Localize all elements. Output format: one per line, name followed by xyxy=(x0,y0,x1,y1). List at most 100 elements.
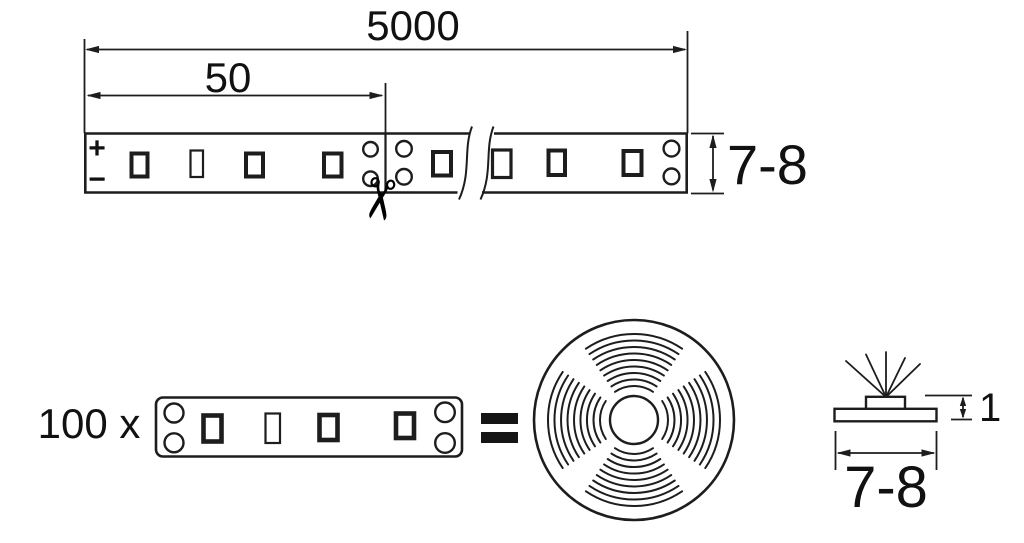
led-profile xyxy=(864,395,907,410)
strip-cross-section xyxy=(833,351,972,470)
extension-lines xyxy=(925,394,972,421)
reel-arc xyxy=(677,389,689,451)
reel-arc xyxy=(599,468,669,481)
strip-base-profile xyxy=(833,407,938,423)
reel-arc xyxy=(698,374,715,466)
led-chip xyxy=(621,149,644,177)
profile-height-dimension-label: 1 xyxy=(979,386,1002,430)
solder-pad xyxy=(395,139,414,158)
led-chip xyxy=(201,413,224,444)
reel-arc xyxy=(688,381,702,459)
led-chip-partial xyxy=(490,148,513,180)
segment-led-chips xyxy=(201,411,417,444)
strip-width-dimension-label: 7-8 xyxy=(727,133,808,196)
reel-arc xyxy=(585,392,596,448)
reel-arc xyxy=(599,359,669,372)
arrowhead-down xyxy=(959,409,967,419)
segment-solder-pads xyxy=(163,401,457,455)
reel-arc xyxy=(666,396,676,444)
led-chips xyxy=(129,148,644,180)
segment-count-label: 100 x xyxy=(37,400,141,447)
strip-top-view xyxy=(84,126,688,200)
reel-arc xyxy=(693,378,708,462)
solder-pad xyxy=(662,139,681,158)
segment-outline xyxy=(154,396,464,458)
reel-arc xyxy=(592,346,676,361)
led-chip xyxy=(322,151,344,179)
break-squiggle xyxy=(479,126,495,200)
arrowhead-left xyxy=(86,91,101,100)
reel-arc xyxy=(588,484,680,501)
reel-arc xyxy=(584,332,684,350)
reel-arc xyxy=(560,378,575,462)
arrowhead-right xyxy=(369,91,384,100)
profile-width-dimension-label: 7-8 xyxy=(844,455,928,520)
led-reel xyxy=(532,318,736,522)
arrowhead-right xyxy=(921,449,936,457)
reel-arc xyxy=(553,374,570,466)
solder-pad xyxy=(362,170,380,188)
reel-arc xyxy=(573,385,586,455)
polarity-minus-label: − xyxy=(88,163,106,196)
arrowhead-up xyxy=(709,134,717,148)
solder-pad xyxy=(163,402,185,424)
reel-arc xyxy=(595,352,673,366)
strip-outline-left xyxy=(84,132,470,194)
reel-arc xyxy=(682,385,695,455)
cut-length-dimension-label: 50 xyxy=(204,54,252,101)
reel-arc xyxy=(610,378,658,388)
break-marks xyxy=(458,126,495,200)
strip-segment xyxy=(154,396,464,458)
reel-arc xyxy=(592,396,602,444)
led-chip xyxy=(317,412,340,443)
led-chip xyxy=(244,151,265,179)
reel-arc xyxy=(546,370,564,470)
solder-pad xyxy=(163,432,185,454)
reel-arc xyxy=(599,400,607,440)
resistor-chip xyxy=(264,412,282,445)
dimension-profile-height xyxy=(925,394,972,421)
reel-arc xyxy=(566,381,580,459)
solder-pad xyxy=(395,167,414,186)
strip-outline-right xyxy=(482,132,688,194)
dimension-cut-length xyxy=(86,83,387,133)
arrowhead-right xyxy=(673,45,687,54)
reel-arc xyxy=(661,400,669,440)
extension-lines xyxy=(83,31,689,134)
scissors-icon: ✂ xyxy=(344,170,415,228)
reel-arc xyxy=(603,463,665,475)
polarity-plus-label: + xyxy=(88,132,106,165)
equals-sign-text: = xyxy=(481,424,482,425)
arrowhead-left xyxy=(85,45,99,54)
light-rays-icon xyxy=(845,351,921,398)
reel-arc xyxy=(592,479,676,494)
dimension-profile-width xyxy=(834,431,938,470)
reel-wound-strip-arcs xyxy=(546,332,722,508)
solder-pad xyxy=(434,401,457,424)
dimension-total-length xyxy=(83,31,689,134)
extension-lines xyxy=(691,132,724,195)
reel-arc xyxy=(579,389,591,451)
equals-icon: = xyxy=(481,413,518,443)
total-length-dimension-label: 5000 xyxy=(366,2,460,49)
solder-pad xyxy=(662,167,681,186)
solder-pad xyxy=(434,432,457,455)
reel-arc xyxy=(610,452,658,462)
arrowhead-down xyxy=(709,179,717,193)
reel-arc xyxy=(614,385,654,393)
arrowhead-left xyxy=(836,449,851,457)
led-chip xyxy=(393,411,417,441)
break-squiggle xyxy=(458,126,473,200)
reel-arc xyxy=(672,392,683,448)
arrowhead-up xyxy=(959,396,967,406)
reel-arc xyxy=(584,490,684,508)
reel-arc xyxy=(704,370,722,470)
solder-pads xyxy=(362,139,681,188)
led-chip xyxy=(431,150,453,178)
reel-arc xyxy=(595,474,673,488)
led-chip xyxy=(129,151,150,179)
reel-arc xyxy=(603,365,665,377)
reel-hub-circle xyxy=(608,394,660,446)
